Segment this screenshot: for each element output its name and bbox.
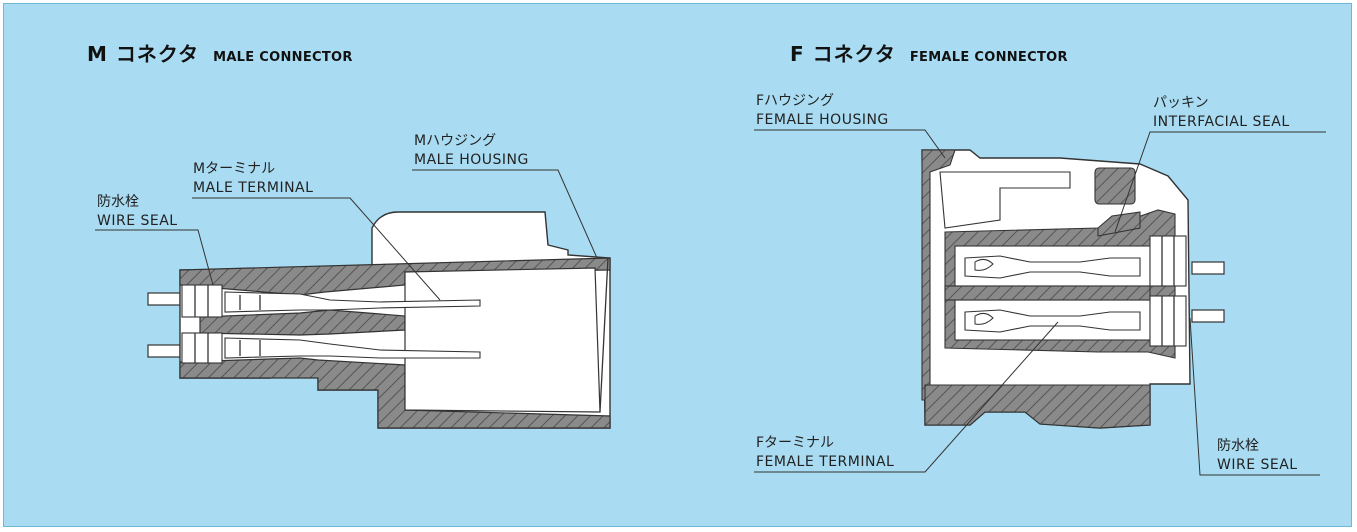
female-seal-jp: パッキン [1153,95,1209,111]
female-leader-lines [754,129,1326,476]
male-wires [147,292,181,358]
female-housing-label: Fハウジング FEMALE HOUSING [756,92,889,130]
female-connector-title: F コネクタ FEMALE CONNECTOR [790,38,1068,67]
male-wire-seal-en: WIRE SEAL [97,213,178,229]
male-connector-drawing [147,211,611,429]
male-terminals [224,291,481,359]
female-title-jp: F コネクタ [790,42,896,66]
male-terminal-jp: Mターミナル [193,161,276,177]
female-connector-drawing [921,149,1225,429]
male-leader-lines [95,169,598,301]
male-connector-title: M コネクタ MALE CONNECTOR [87,38,353,67]
female-seal-en: INTERFACIAL SEAL [1153,114,1290,130]
male-wire-seal [181,284,223,364]
female-terminal-jp: Fターミナル [756,435,835,451]
male-title-jp: M コネクタ [87,42,200,66]
male-housing-jp: Mハウジング [414,133,497,149]
female-wire-seal-label: 防水栓 WIRE SEAL [1217,437,1298,475]
female-housing-shape [921,149,1191,429]
female-wire-seal-en: WIRE SEAL [1217,457,1298,473]
female-terminal-label: Fターミナル FEMALE TERMINAL [756,434,894,472]
male-wire-seal-jp: 防水栓 [97,194,139,210]
female-terminal-en: FEMALE TERMINAL [756,454,895,470]
male-terminal-label: Mターミナル MALE TERMINAL [193,160,313,198]
female-title-en: FEMALE CONNECTOR [909,50,1068,65]
male-housing-shape [179,211,611,429]
male-terminal-en: MALE TERMINAL [193,180,314,196]
male-title-en: MALE CONNECTOR [213,50,353,65]
female-housing-en: FEMALE HOUSING [756,112,889,128]
female-wire-seal-jp: 防水栓 [1217,438,1259,454]
male-housing-label: Mハウジング MALE HOUSING [414,132,529,170]
female-wires [1191,261,1225,323]
female-seal-label: パッキン INTERFACIAL SEAL [1153,94,1290,132]
male-wire-seal-label: 防水栓 WIRE SEAL [97,193,178,231]
female-housing-jp: Fハウジング [756,93,835,109]
female-terminals [964,255,1141,333]
male-housing-en: MALE HOUSING [414,152,529,168]
